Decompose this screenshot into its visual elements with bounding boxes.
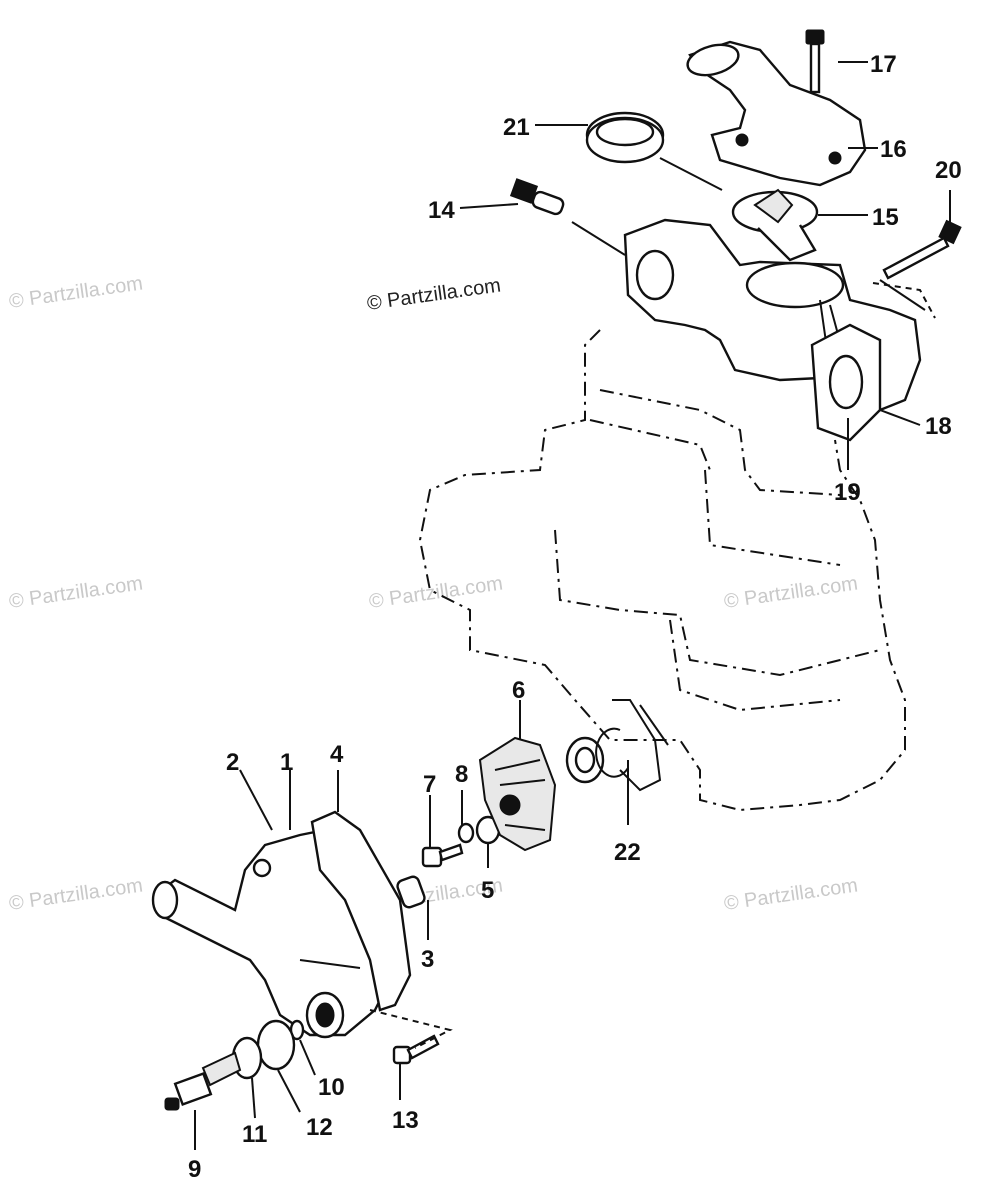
callout-16: 16 <box>880 136 907 163</box>
dowel-pin <box>396 875 426 909</box>
watermark: © Partzilla.com <box>8 572 145 613</box>
thermostat <box>731 188 819 262</box>
gasket-ring <box>585 111 665 164</box>
bolt-17 <box>805 29 825 94</box>
watermark: © Partzilla.com <box>8 874 145 915</box>
callout-19: 19 <box>834 479 861 506</box>
callout-9: 9 <box>188 1156 201 1183</box>
thermostat-housing-cover <box>686 40 867 187</box>
callout-6: 6 <box>512 677 525 704</box>
callout-3: 3 <box>421 946 434 973</box>
bolt-7 <box>421 843 464 868</box>
housing-gasket <box>810 323 882 442</box>
bolt-20 <box>882 219 962 280</box>
pump-gasket <box>310 810 412 1012</box>
callout-22: 22 <box>614 839 641 866</box>
callout-14: 14 <box>428 197 455 224</box>
watermark-grid: © Partzilla.com © Partzilla.com © Partzi… <box>8 272 860 915</box>
callout-13: 13 <box>392 1107 419 1134</box>
callout-7: 7 <box>423 771 436 798</box>
impeller <box>478 736 557 852</box>
bolt-13 <box>392 1034 440 1065</box>
callout-10: 10 <box>318 1074 345 1101</box>
pump-shaft <box>612 699 669 792</box>
engine-block-outline <box>418 329 906 812</box>
temperature-sender <box>164 1051 242 1111</box>
callout-11: 11 <box>242 1121 267 1148</box>
callout-2: 2 <box>226 749 239 776</box>
callout-labels: 1 2 3 4 5 6 7 8 9 10 11 12 13 14 15 16 1… <box>188 51 962 1183</box>
circlip <box>595 727 629 778</box>
callout-8: 8 <box>455 761 468 788</box>
callout-12: 12 <box>306 1114 333 1141</box>
watermark: © Partzilla.com <box>8 272 145 313</box>
temperature-sensor <box>509 178 565 216</box>
callout-20: 20 <box>935 157 962 184</box>
watermark: © Partzilla.com <box>723 572 860 613</box>
leader-lines <box>194 61 951 1150</box>
callout-18: 18 <box>925 413 952 440</box>
callout-1: 1 <box>280 749 293 776</box>
mechanical-seal <box>565 736 605 784</box>
watermark-center: © Partzilla.com <box>366 274 503 315</box>
callout-4: 4 <box>330 741 344 768</box>
watermark: © Partzilla.com <box>723 874 860 915</box>
callout-21: 21 <box>503 114 530 141</box>
callout-5: 5 <box>481 877 494 904</box>
washer-12 <box>256 1019 296 1071</box>
washer-8 <box>457 822 475 844</box>
callout-17: 17 <box>870 51 897 78</box>
callout-15: 15 <box>872 204 899 231</box>
